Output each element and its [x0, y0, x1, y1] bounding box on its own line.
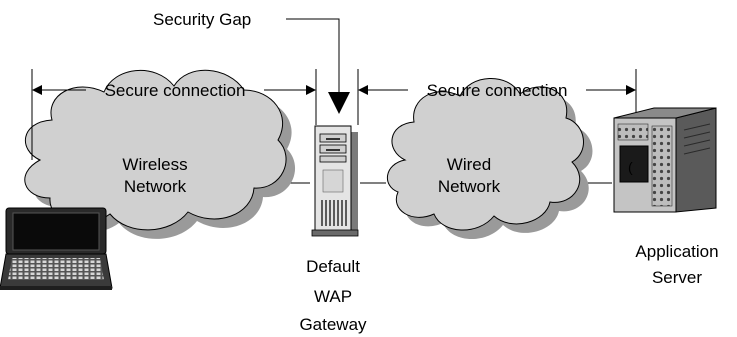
- gateway-server-icon: [311, 125, 359, 237]
- wired-network-cloud: Wired Network: [387, 78, 593, 240]
- gateway-label-line1: Default: [306, 257, 360, 276]
- svg-text:(: (: [628, 159, 633, 175]
- tower-feet: [311, 229, 359, 237]
- security-gap-label: Security Gap: [153, 10, 251, 29]
- server-label: Application Server: [635, 242, 718, 287]
- security-gap-arrow-head: [328, 92, 350, 114]
- application-server-icon: (: [613, 107, 717, 213]
- server-side: [675, 107, 717, 213]
- server-panel: [619, 145, 649, 183]
- gateway-label: Default WAP Gateway: [299, 257, 367, 334]
- arrow-head-right: [626, 85, 636, 95]
- security-gap-callout: Security Gap: [153, 10, 350, 114]
- gateway-label-line2: WAP: [314, 287, 352, 306]
- arrow-head-right: [306, 85, 316, 95]
- server-label-line2: Server: [652, 268, 702, 287]
- server-vents: [651, 125, 673, 207]
- secure-connection-label: Secure connection: [105, 81, 246, 100]
- laptop-keyboard: [8, 258, 104, 280]
- arrow-head-left: [358, 85, 368, 95]
- tower-vents: [321, 200, 347, 226]
- laptop-icon: [0, 207, 113, 290]
- wireless-network-cloud: Wireless Network: [24, 69, 296, 239]
- secure-connection-label: Secure connection: [427, 81, 568, 100]
- wireless-cloud-label-line1: Wireless: [122, 155, 187, 174]
- laptop-screen: [12, 212, 100, 251]
- wireless-cloud-label-line2: Network: [124, 177, 187, 196]
- wired-cloud-label-line1: Wired: [447, 155, 491, 174]
- tower-shadow: [350, 132, 358, 232]
- secure-connection-2: Secure connection: [357, 69, 637, 125]
- security-gap-leader: [286, 18, 340, 94]
- wired-cloud-label-line2: Network: [438, 177, 501, 196]
- secure-connection-1: Secure connection: [31, 69, 317, 160]
- server-label-line1: Application: [635, 242, 718, 261]
- arrow-head-left: [32, 85, 42, 95]
- cloud-shape: [387, 78, 584, 231]
- gateway-label-line3: Gateway: [299, 315, 367, 334]
